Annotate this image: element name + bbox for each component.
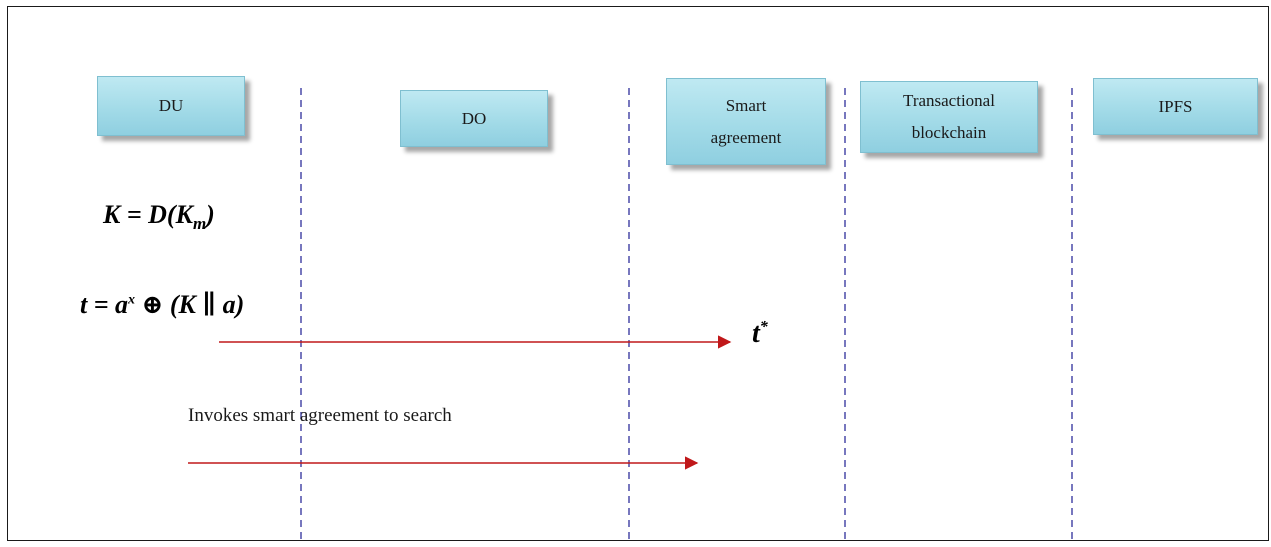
equation-key-main: K = D(K	[103, 200, 193, 229]
actor-do: DO	[400, 90, 548, 147]
token-symbol: t	[752, 318, 760, 349]
equation-key: K = D(Km)	[103, 200, 215, 234]
equation-token-rest: ⊕ (K ∥ a)	[135, 290, 245, 319]
equation-token-start: t = a	[80, 290, 129, 319]
equation-key-sub: m	[192, 214, 207, 234]
equation-token: t = ax ⊕ (K ∥ a)	[80, 290, 244, 320]
actor-du: DU	[97, 76, 245, 136]
message-invoke-search: Invokes smart agreement to search	[188, 405, 452, 426]
token-label: t*	[752, 318, 768, 350]
token-star: *	[759, 318, 768, 336]
actor-ipfs: IPFS	[1093, 78, 1258, 135]
equation-token-sup: x	[128, 292, 136, 308]
equation-key-close: )	[206, 200, 215, 229]
actor-transactional-blockchain: Transactional blockchain	[860, 81, 1038, 153]
actor-smart-agreement: Smart agreement	[666, 78, 826, 165]
